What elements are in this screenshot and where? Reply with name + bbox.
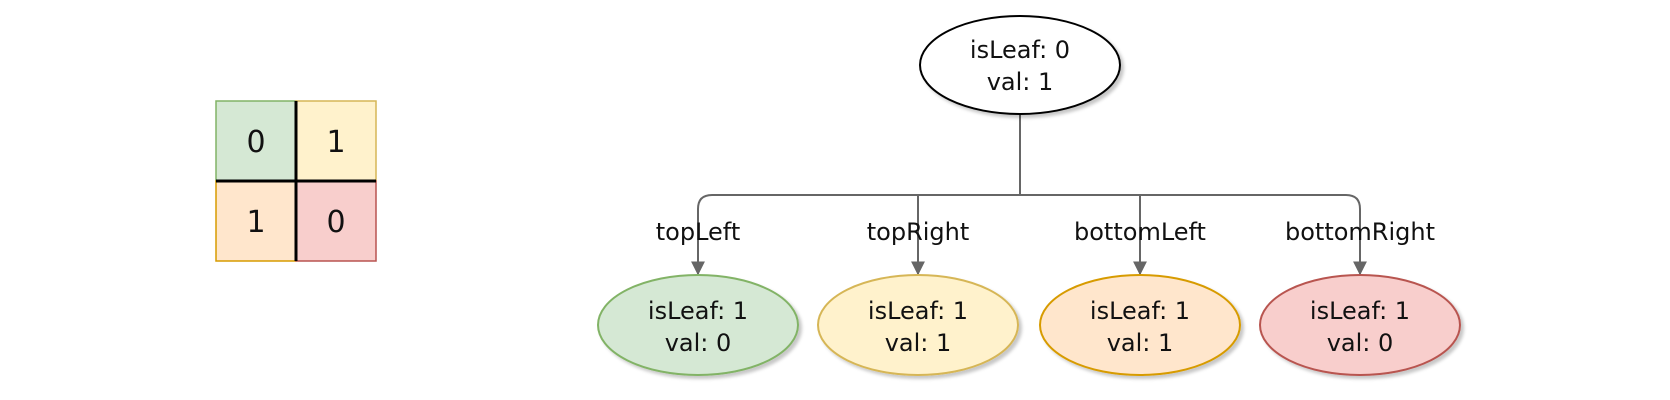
child-node-val: val: 1: [1107, 329, 1174, 357]
child-node-isleaf: isLeaf: 1: [1090, 297, 1190, 325]
tree-edges: [691, 115, 1367, 276]
child-node-bottom-right: isLeaf: 1 val: 0: [1259, 274, 1461, 376]
child-node-isleaf: isLeaf: 1: [868, 297, 968, 325]
edge-label-top-right: topRight: [867, 218, 970, 246]
edge-label-bottom-right: bottomRight: [1285, 218, 1435, 246]
root-node: isLeaf: 0 val: 1: [919, 15, 1121, 115]
edge-bottom-right: [1020, 194, 1367, 276]
child-node-top-left: isLeaf: 1 val: 0: [597, 274, 799, 376]
edge-label-bottom-left: bottomLeft: [1074, 218, 1206, 246]
child-node-val: val: 1: [885, 329, 952, 357]
grid-cell-value: 1: [246, 205, 265, 240]
child-node-top-right: isLeaf: 1 val: 1: [817, 274, 1019, 376]
grid-cell-value: 0: [246, 125, 265, 160]
child-node-val: val: 0: [1327, 329, 1394, 357]
root-node-val: val: 1: [987, 68, 1054, 96]
grid-cell-value: 0: [326, 205, 345, 240]
child-node-isleaf: isLeaf: 1: [648, 297, 748, 325]
grid-cell-top-left: [215, 100, 297, 182]
child-node-bottom-left: isLeaf: 1 val: 1: [1039, 274, 1241, 376]
grid-cell-top-right: [295, 100, 377, 182]
grid-cell-value: 1: [326, 125, 345, 160]
root-node-isleaf: isLeaf: 0: [970, 36, 1070, 64]
child-node-val: val: 0: [665, 329, 732, 357]
child-node-isleaf: isLeaf: 1: [1310, 297, 1410, 325]
edge-labels: topLeft topRight bottomLeft bottomRight: [656, 218, 1435, 246]
grid-matrix: 0 1 1 0: [215, 100, 377, 262]
grid-cell-bottom-right: [295, 180, 377, 262]
edge-top-left: [691, 194, 1020, 276]
edge-label-top-left: topLeft: [656, 218, 740, 246]
